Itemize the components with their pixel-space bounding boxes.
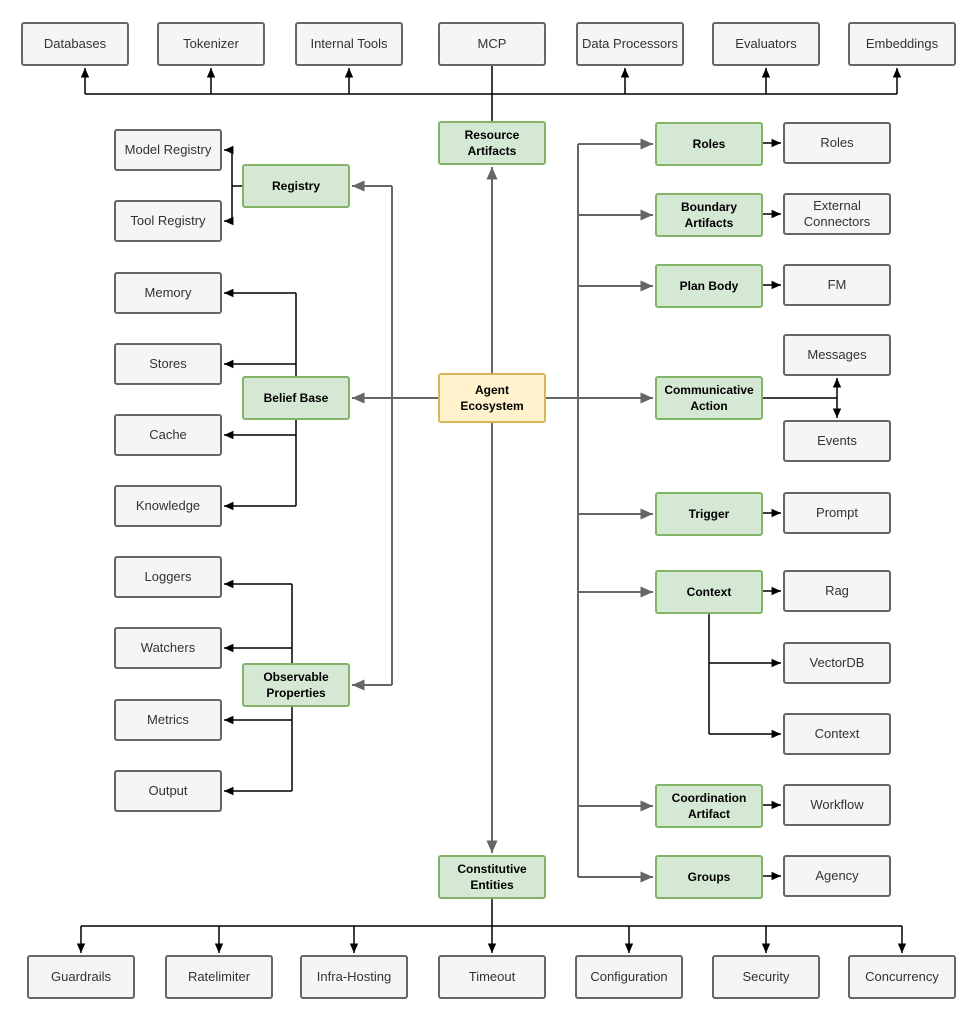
- node-stores: Stores: [114, 343, 222, 385]
- node-registry: Registry: [242, 164, 350, 208]
- edge-resource-bus: [85, 93, 897, 121]
- node-boundary-artifacts: Boundary Artifacts: [655, 193, 763, 237]
- node-embeddings: Embeddings: [848, 22, 956, 66]
- node-concurrency: Concurrency: [848, 955, 956, 999]
- node-databases: Databases: [21, 22, 129, 66]
- node-messages: Messages: [783, 334, 891, 376]
- node-data-processors: Data Processors: [576, 22, 684, 66]
- node-rag: Rag: [783, 570, 891, 612]
- node-vectordb: VectorDB: [783, 642, 891, 684]
- node-security: Security: [712, 955, 820, 999]
- node-memory: Memory: [114, 272, 222, 314]
- node-constitutive-entities: Constitutive Entities: [438, 855, 546, 899]
- node-infra-hosting: Infra-Hosting: [300, 955, 408, 999]
- node-roles-leaf: Roles: [783, 122, 891, 164]
- node-agent-ecosystem: Agent Ecosystem: [438, 373, 546, 423]
- node-context-leaf: Context: [783, 713, 891, 755]
- node-groups: Groups: [655, 855, 763, 899]
- node-knowledge: Knowledge: [114, 485, 222, 527]
- node-plan-body: Plan Body: [655, 264, 763, 308]
- node-context-category: Context: [655, 570, 763, 614]
- node-cache: Cache: [114, 414, 222, 456]
- node-timeout: Timeout: [438, 955, 546, 999]
- node-coordination-artifact: Coordination Artifact: [655, 784, 763, 828]
- node-evaluators: Evaluators: [712, 22, 820, 66]
- node-prompt: Prompt: [783, 492, 891, 534]
- node-metrics: Metrics: [114, 699, 222, 741]
- node-model-registry: Model Registry: [114, 129, 222, 171]
- node-resource-artifacts: Resource Artifacts: [438, 121, 546, 165]
- node-configuration: Configuration: [575, 955, 683, 999]
- node-ratelimiter: Ratelimiter: [165, 955, 273, 999]
- node-output: Output: [114, 770, 222, 812]
- node-tool-registry: Tool Registry: [114, 200, 222, 242]
- node-internal-tools: Internal Tools: [295, 22, 403, 66]
- node-communicative-action: Communicative Action: [655, 376, 763, 420]
- node-loggers: Loggers: [114, 556, 222, 598]
- node-mcp: MCP: [438, 22, 546, 66]
- node-watchers: Watchers: [114, 627, 222, 669]
- node-events: Events: [783, 420, 891, 462]
- node-workflow: Workflow: [783, 784, 891, 826]
- node-belief-base: Belief Base: [242, 376, 350, 420]
- edge-constitutive-bus: [81, 899, 902, 927]
- node-trigger: Trigger: [655, 492, 763, 536]
- node-roles-category: Roles: [655, 122, 763, 166]
- node-guardrails: Guardrails: [27, 955, 135, 999]
- node-agency: Agency: [783, 855, 891, 897]
- node-external-connectors: External Connectors: [783, 193, 891, 235]
- node-tokenizer: Tokenizer: [157, 22, 265, 66]
- edge-registry-bus: [231, 150, 242, 221]
- node-observable-properties: Observable Properties: [242, 663, 350, 707]
- node-fm: FM: [783, 264, 891, 306]
